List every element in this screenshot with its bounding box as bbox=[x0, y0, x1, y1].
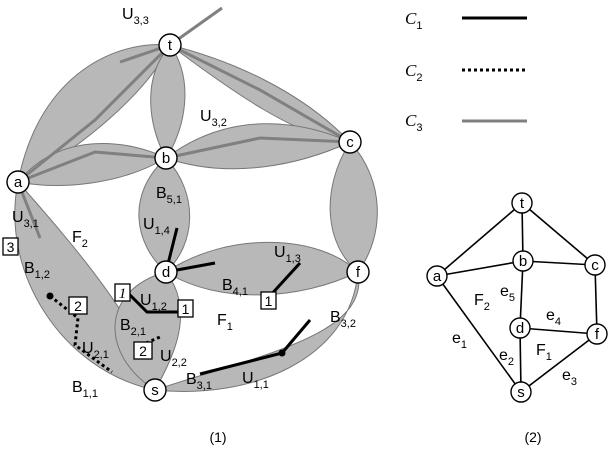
svg-text:C1: C1 bbox=[405, 9, 422, 32]
svg-text:2: 2 bbox=[74, 298, 82, 314]
svg-text:3: 3 bbox=[7, 239, 15, 255]
svg-text:2: 2 bbox=[139, 343, 147, 359]
c3-b-c bbox=[165, 136, 351, 160]
label-u12: U1,2 bbox=[140, 292, 167, 313]
label-b31: B3,1 bbox=[186, 371, 212, 392]
label-b41: B4,1 bbox=[222, 277, 248, 298]
legend: C1 C2 C3 bbox=[405, 9, 527, 134]
label-u32: U3,2 bbox=[200, 108, 227, 129]
box-1-italic: 1 bbox=[114, 283, 131, 302]
caption-1: (1) bbox=[209, 429, 226, 445]
svg-text:s: s bbox=[151, 382, 159, 399]
fig2-node-a: a bbox=[426, 265, 448, 287]
box-2-left: 2 bbox=[68, 296, 88, 315]
label-f2: F2 bbox=[72, 229, 88, 250]
svg-text:a: a bbox=[14, 174, 23, 191]
svg-text:d: d bbox=[162, 264, 170, 281]
label-u31: U3,1 bbox=[12, 209, 39, 230]
box-2-bottom: 2 bbox=[133, 341, 153, 360]
c3-a-b bbox=[17, 150, 167, 184]
svg-text:C3: C3 bbox=[405, 111, 422, 134]
fig2-label-e1: e1 bbox=[452, 330, 467, 351]
c1-u12 bbox=[125, 290, 186, 314]
fig2-node-b: b bbox=[512, 250, 534, 272]
svg-text:t: t bbox=[520, 195, 525, 212]
fig2-label-e5: e5 bbox=[500, 283, 515, 304]
node-d: d bbox=[154, 260, 178, 284]
svg-text:s: s bbox=[517, 384, 525, 401]
fig1-region-labels: U3,3 U3,2 B5,1 U3,1 F2 U1,4 B1,2 U1,3 B4… bbox=[12, 6, 356, 400]
fig2-edges bbox=[436, 202, 598, 393]
fig1-boxes: 3 2 1 1 1 2 bbox=[2, 237, 277, 360]
c3-t-c bbox=[169, 43, 351, 144]
svg-text:f: f bbox=[595, 326, 600, 343]
node-f: f bbox=[346, 260, 370, 284]
lens-regions bbox=[14, 43, 378, 392]
fig2-label-f2: F2 bbox=[474, 292, 490, 313]
label-u33: U3,3 bbox=[122, 6, 149, 27]
fig2-nodes: t a b c d f s bbox=[426, 192, 608, 403]
node-b: b bbox=[154, 146, 178, 170]
svg-text:c: c bbox=[591, 257, 599, 274]
fig1-nodes: t a b c d f s bbox=[6, 33, 370, 402]
lens-d-f bbox=[165, 241, 359, 296]
label-b32: B3,2 bbox=[330, 309, 356, 330]
legend-c2: C2 bbox=[405, 61, 527, 84]
label-u22: U2,2 bbox=[160, 348, 187, 369]
figure-2: t a b c d f s F2 F1 e5 e4 e1 e2 e3 (2) bbox=[426, 192, 608, 445]
junction-dot-right bbox=[278, 349, 286, 357]
box-1-u12: 1 bbox=[177, 299, 194, 318]
label-u11: U1,1 bbox=[242, 370, 269, 391]
label-f1: F1 bbox=[217, 312, 233, 333]
fig2-label-e4: e4 bbox=[546, 307, 561, 328]
c2-u21 bbox=[49, 294, 113, 374]
label-b51: B5,1 bbox=[156, 185, 182, 206]
node-a: a bbox=[6, 170, 30, 194]
box-3: 3 bbox=[2, 237, 19, 256]
c3-curves bbox=[16, 6, 351, 239]
legend-c1: C1 bbox=[405, 9, 527, 32]
svg-text:b: b bbox=[162, 150, 170, 167]
svg-text:t: t bbox=[168, 37, 173, 54]
label-b12: B1,2 bbox=[24, 260, 50, 281]
fig2-label-e3: e3 bbox=[562, 367, 577, 388]
fig2-node-s: s bbox=[510, 381, 532, 403]
fig2-node-d: d bbox=[509, 317, 531, 339]
fig2-node-t: t bbox=[511, 192, 533, 214]
fig2-node-c: c bbox=[584, 254, 606, 276]
legend-c3: C3 bbox=[405, 111, 527, 134]
node-s: s bbox=[143, 378, 167, 402]
node-c: c bbox=[338, 130, 362, 154]
fig2-label-f1: F1 bbox=[536, 342, 552, 363]
lens-c-f bbox=[329, 141, 378, 273]
svg-text:b: b bbox=[519, 253, 527, 270]
svg-text:1: 1 bbox=[265, 293, 273, 309]
caption-2: (2) bbox=[524, 429, 541, 445]
svg-text:f: f bbox=[356, 264, 361, 281]
figure-1: t a b c d f s U3,3 U3,2 B5,1 U3,1 F2 U1,… bbox=[2, 6, 378, 445]
svg-text:1: 1 bbox=[119, 286, 127, 302]
box-1-u13: 1 bbox=[260, 291, 277, 310]
svg-text:d: d bbox=[516, 320, 524, 337]
svg-text:a: a bbox=[433, 268, 442, 285]
c3-t-a bbox=[17, 43, 172, 184]
lens-b-d bbox=[138, 157, 191, 273]
svg-text:c: c bbox=[346, 134, 354, 151]
label-b11: B1,1 bbox=[72, 379, 98, 400]
label-u21: U2,1 bbox=[82, 340, 109, 361]
fig2-node-f: f bbox=[586, 323, 608, 345]
svg-text:C2: C2 bbox=[405, 61, 422, 84]
fig2-labels: F2 F1 e5 e4 e1 e2 e3 bbox=[452, 283, 577, 388]
label-u13: U1,3 bbox=[274, 244, 301, 265]
label-b21: B2,1 bbox=[120, 317, 146, 338]
fig2-label-e2: e2 bbox=[499, 347, 514, 368]
node-t: t bbox=[158, 33, 182, 57]
label-u14: U1,4 bbox=[143, 216, 170, 237]
svg-text:1: 1 bbox=[182, 301, 190, 317]
